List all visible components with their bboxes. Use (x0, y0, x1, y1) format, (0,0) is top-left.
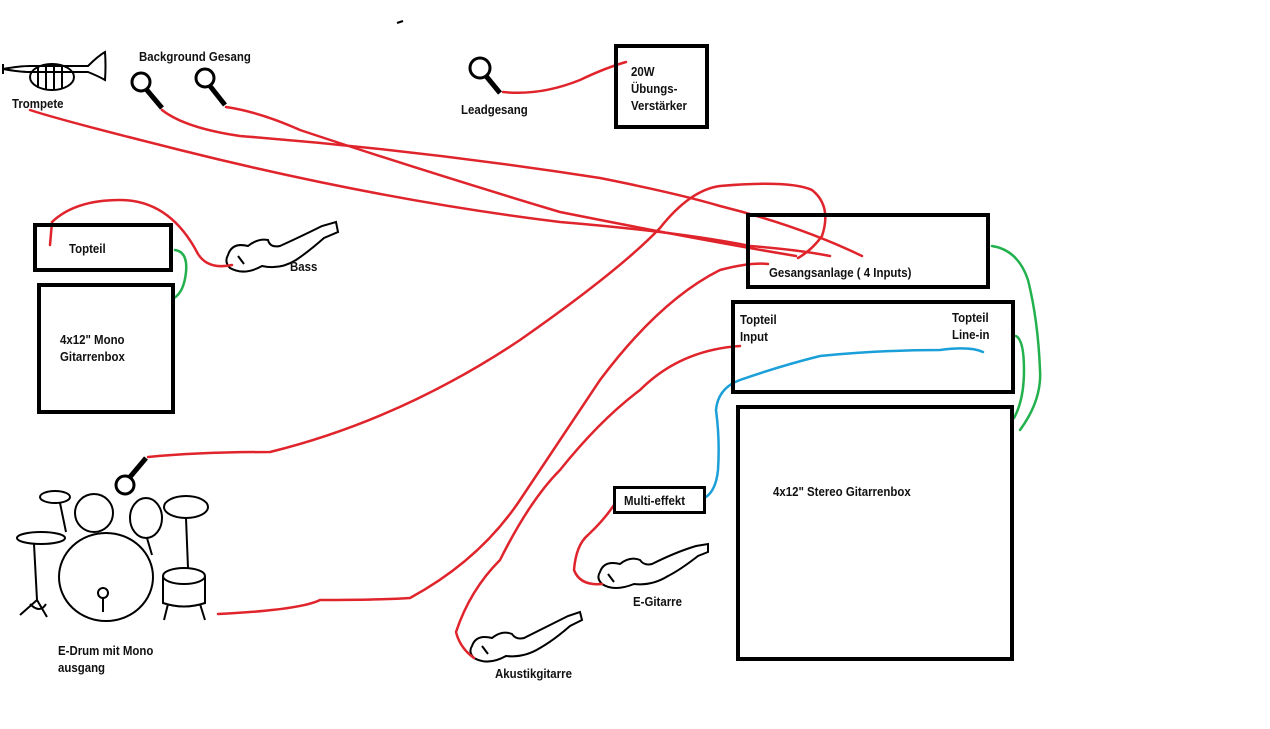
topteil-line-in-label: Topteil Line-in (952, 310, 990, 342)
mono-cabinet-box (37, 283, 175, 414)
guitar-topteil-box (731, 300, 1015, 394)
vocal-pa-label: Gesangsanlage ( 4 Inputs) (769, 265, 912, 280)
lead-vocal-mic-icon (468, 56, 502, 95)
stereo-cabinet-box (736, 405, 1014, 661)
mono-cabinet-label: 4x12" Mono Gitarrenbox (60, 332, 125, 364)
acoustic-guitar-icon (469, 610, 584, 663)
drum-kit-icon (16, 490, 209, 622)
bass-guitar-icon (225, 220, 340, 273)
stray-mark (396, 20, 404, 24)
vocal-pa-box (746, 213, 990, 289)
electric-guitar-label: E-Gitarre (633, 594, 682, 609)
multi-effect-label: Multi-effekt (624, 493, 686, 508)
trumpet-label: Trompete (12, 96, 64, 111)
bass-topteil-label: Topteil (69, 241, 106, 256)
stereo-cabinet-label: 4x12" Stereo Gitarrenbox (773, 484, 911, 499)
practice-amp-label: 20W Übungs- Verstärker (631, 64, 687, 113)
line-cables (704, 347, 985, 499)
speaker-cables (172, 244, 1042, 432)
trumpet-icon (2, 50, 107, 91)
practice-amp-box (614, 44, 709, 129)
e-drum-label: E-Drum mit Mono ausgang (58, 643, 154, 675)
bass-label: Bass (290, 259, 318, 274)
bass-topteil-box (33, 223, 173, 272)
electric-guitar-icon (597, 542, 709, 589)
signal-cables (28, 60, 864, 660)
acoustic-guitar-label: Akustikgitarre (495, 666, 572, 681)
background-vocal-mic-2-icon (194, 67, 227, 107)
background-vocal-mic-1-icon (130, 71, 164, 110)
lead-vocals-label: Leadgesang (461, 102, 528, 117)
background-vocals-label: Background Gesang (139, 49, 251, 64)
multi-effect-box (613, 486, 706, 514)
topteil-input-label: Topteil Input (740, 312, 777, 344)
drum-mic-icon (114, 456, 148, 496)
